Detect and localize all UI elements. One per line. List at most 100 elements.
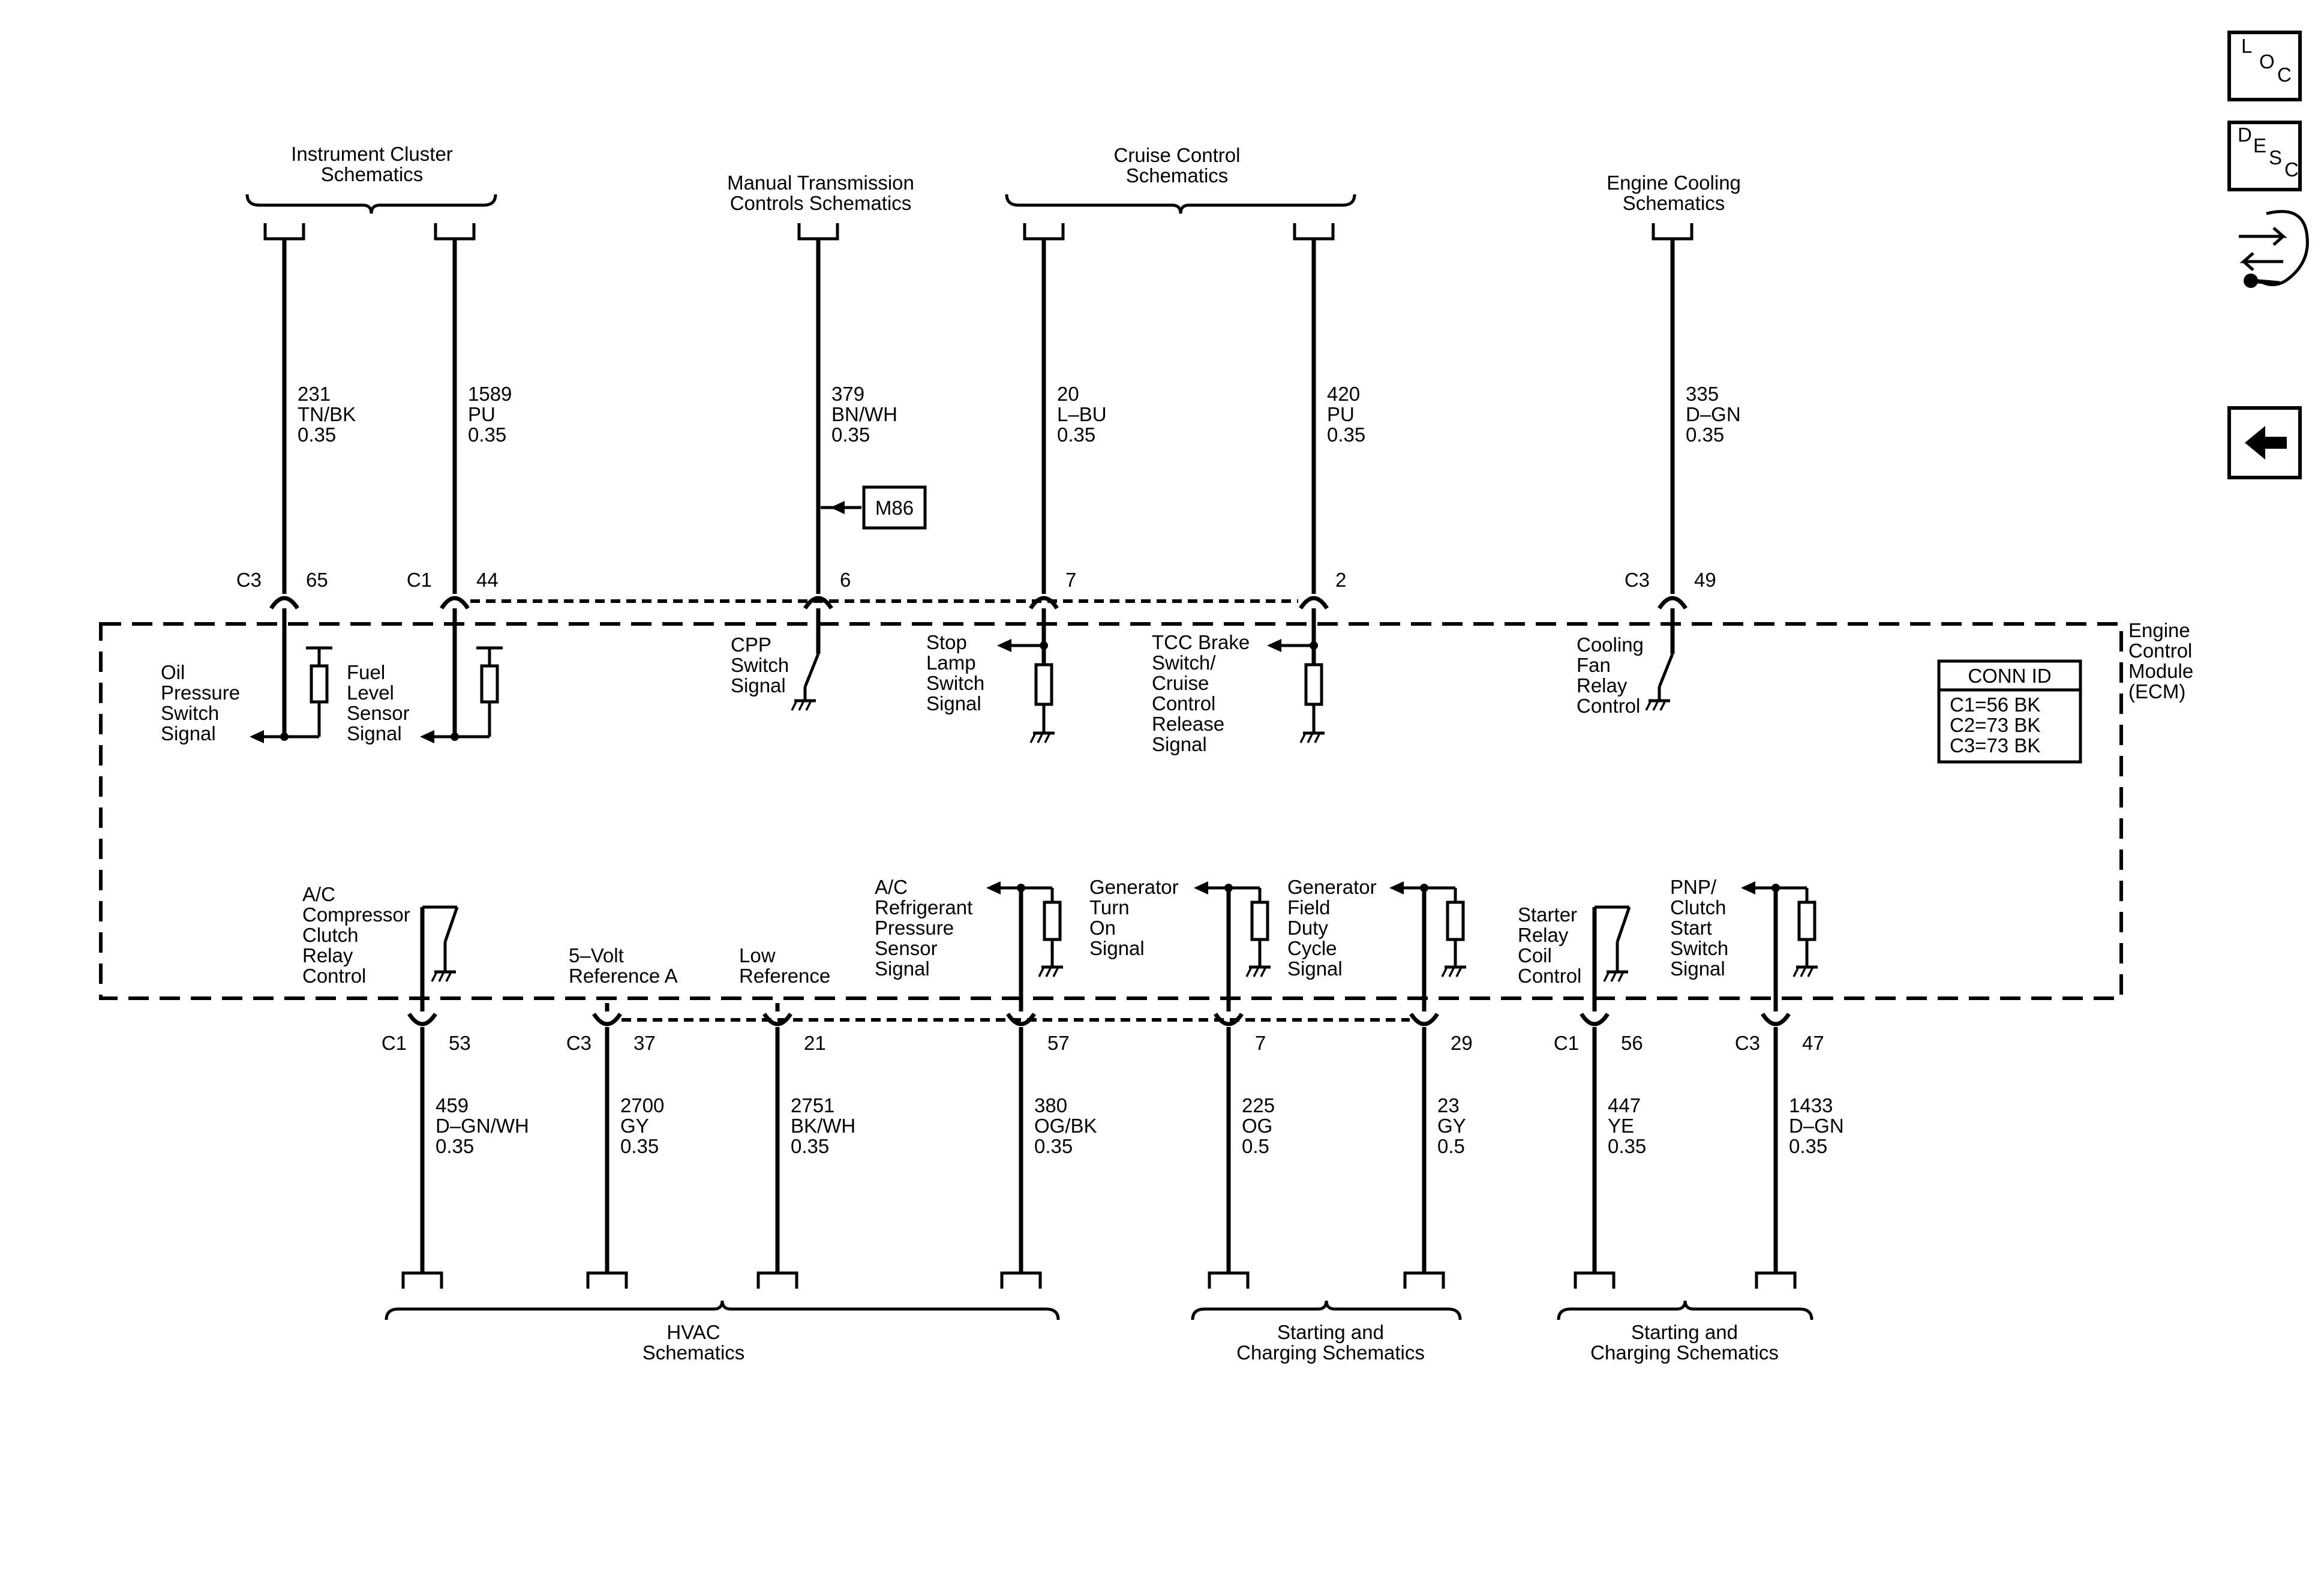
bottom-wire-label-line: 23: [1437, 1094, 1460, 1116]
signal-arrow: [250, 730, 264, 743]
bottom-harness-connector: [1574, 1271, 1616, 1289]
bottom-pin-number: 57: [1047, 1032, 1070, 1054]
connector-flow-button[interactable]: [2239, 210, 2309, 288]
ground-symbol-tick: [1245, 966, 1253, 977]
top-harness-connector: [1293, 223, 1335, 241]
bottom-group-title-line: Schematics: [642, 1341, 745, 1364]
bottom-connector-id: C3: [566, 1032, 591, 1054]
back-arrow-icon: [2245, 426, 2287, 460]
bottom-harness-connector: [1208, 1271, 1250, 1289]
loc-button[interactable]: LOC: [2227, 31, 2302, 101]
ground-symbol: [1029, 731, 1055, 743]
top-group-title-line: Schematics: [1126, 164, 1229, 187]
ground-symbol: [431, 970, 456, 982]
switch-blade: [443, 906, 459, 942]
top-wire-label-line: PU: [1327, 403, 1355, 425]
signal-label-line: Switch: [926, 672, 984, 694]
signal-label-line: PNP/: [1670, 876, 1717, 898]
ground-symbol: [1792, 965, 1818, 977]
bottom-pin: [1761, 1013, 1791, 1026]
signal-arrow: [1741, 881, 1755, 894]
ground-symbol-tick: [1603, 971, 1610, 982]
conn-id-row: C1=56 BK: [1950, 694, 2040, 716]
bottom-wire-label-line: 225: [1242, 1094, 1275, 1116]
top-connector-id: C3: [1625, 569, 1650, 591]
bottom-pin: [1214, 1013, 1244, 1026]
ground-symbol-tick: [805, 700, 812, 711]
top-pin: [1658, 596, 1688, 610]
signal-label-line: A/C: [302, 883, 335, 905]
ground-symbol-tick: [1652, 700, 1659, 711]
ground-symbol-tick: [1448, 966, 1455, 977]
top-wire-label-line: 420: [1327, 383, 1360, 405]
bottom-pin: [762, 1013, 792, 1026]
ground-symbol-tick: [1314, 733, 1321, 743]
bottom-group-title-line: Charging Schematics: [1590, 1341, 1779, 1364]
top-wire-label-line: TN/BK: [298, 403, 356, 425]
ground-symbol-tick: [1307, 733, 1314, 743]
desc-char: D: [2238, 124, 2252, 146]
signal-label-line: Pressure: [875, 917, 954, 939]
signal-label-line: Control: [1577, 695, 1640, 717]
signal-label-line: Relay: [1577, 674, 1628, 697]
splice-tag-text: M86: [875, 497, 914, 519]
signal-label-line: Switch: [731, 654, 789, 676]
signal-label-line: Signal: [926, 692, 981, 715]
pulldown-resistor: [1034, 663, 1053, 706]
flow-plug-outline: [2260, 210, 2309, 286]
signal-label-line: Oil: [161, 661, 185, 683]
signal-label-line: CPP: [731, 634, 771, 656]
bottom-pin: [592, 1013, 622, 1026]
bottom-wire-label-line: 0.35: [791, 1135, 829, 1157]
bottom-pin: [1409, 1013, 1439, 1026]
top-group-title-line: Manual Transmission: [727, 172, 914, 194]
bottom-wire-label-line: 0.5: [1437, 1135, 1465, 1157]
signal-label-line: Signal: [347, 722, 402, 745]
bottom-harness-connector: [1755, 1271, 1797, 1289]
pullup-resistor: [480, 664, 499, 704]
bottom-wire-label-line: D–GN: [1789, 1115, 1844, 1137]
ground-symbol: [1245, 965, 1271, 977]
bottom-wire-label-line: GY: [620, 1115, 649, 1137]
signal-arrow: [1389, 881, 1404, 894]
desc-char: C: [2284, 158, 2299, 181]
top-connector-id: C3: [236, 569, 262, 591]
ground-symbol-tick: [1037, 733, 1044, 743]
conn-id-title: CONN ID: [1968, 665, 2051, 687]
bottom-group-title-line: Starting and: [1631, 1321, 1738, 1343]
ground-symbol: [1299, 731, 1325, 743]
top-pin-number: 6: [840, 569, 851, 591]
signal-label-line: Relay: [1518, 924, 1569, 946]
pullup-resistor: [1250, 900, 1269, 941]
back-arrow-button[interactable]: [2227, 406, 2302, 479]
bottom-group-title-line: HVAC: [666, 1321, 720, 1343]
bottom-wire-label-line: 459: [436, 1094, 469, 1116]
bottom-group-brace: [385, 1300, 1060, 1320]
top-harness-connector: [1652, 223, 1694, 241]
signal-label-line: Cruise: [1152, 672, 1209, 694]
signal-label-line: Signal: [731, 674, 786, 697]
signal-label-line: Starter: [1518, 903, 1577, 926]
ground-symbol-tick: [1052, 966, 1059, 977]
bottom-group-title-line: Starting and: [1277, 1321, 1384, 1343]
signal-label-line: Generator: [1287, 876, 1377, 898]
